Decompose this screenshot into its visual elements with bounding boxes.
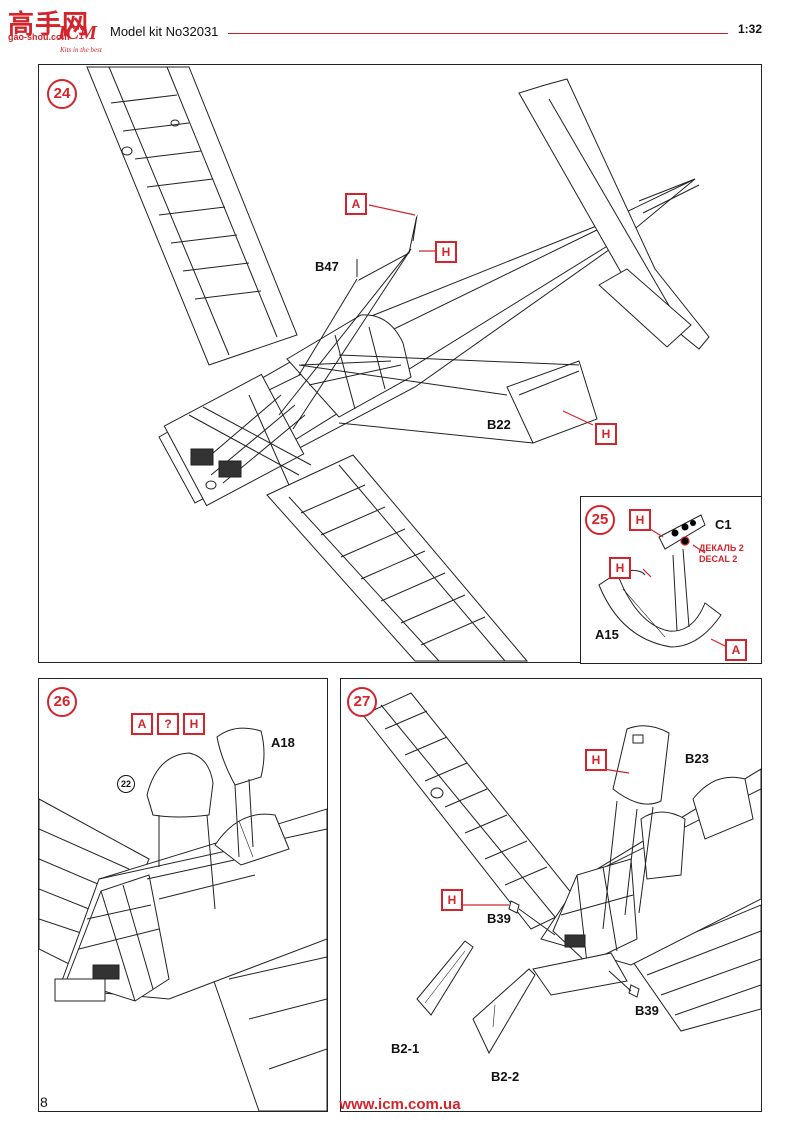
part-label-c1: C1 [715,517,732,532]
step-27-number: 27 [347,687,377,717]
part-label-b2-1: B2-1 [391,1041,420,1056]
part-label-b39: B39 [635,1003,659,1018]
watermark-url: gao-shou.com [8,32,70,42]
tag-h: H [629,509,651,531]
step-24-drawing [86,66,710,662]
tag-a: A [725,639,747,661]
scale-label: 1:32 [737,22,762,36]
part-label-b47: B47 [315,259,339,274]
part-label-a15: A15 [595,627,619,642]
step-reference-22: 22 [117,775,135,793]
part-label-a18: A18 [271,735,295,750]
tag-h: H [609,557,631,579]
step-25-panel: 25 H C1 ДЕКАЛЬ 2 DECAL 2 H A15 A [580,496,762,664]
brand-logo: ICM [58,22,97,44]
step-27-panel: 27 H B23 H B39 B39 B2-1 B2-2 [340,678,762,1112]
tag-question: ? [157,713,179,735]
step-26-drawing [39,727,327,1111]
header-rule [228,33,728,34]
watermark-logo: 高手网 [8,10,90,40]
part-label-b23: B23 [685,751,709,766]
decal-label-en: DECAL 2 [699,554,738,564]
step-25-number: 25 [585,505,615,535]
tag-h: H [595,423,617,445]
step-27-drawing [362,692,761,1055]
part-label-b39: B39 [487,911,511,926]
tag-h: H [435,241,457,263]
tag-a: A [131,713,153,735]
step-24-number: 24 [47,79,77,109]
footer-url[interactable]: www.icm.com.ua [339,1096,461,1113]
page-header: 高手网 gao-shou.com ICM Kits in the best Mo… [0,0,800,60]
tag-h: H [441,889,463,911]
part-label-b2-2: B2-2 [491,1069,520,1084]
tag-a: A [345,193,367,215]
brand-tagline: Kits in the best [60,46,102,54]
kit-title: Model kit No32031 [110,24,219,39]
step-26-number: 26 [47,687,77,717]
tag-h: H [183,713,205,735]
page-number: 8 [40,1094,48,1110]
tag-h: H [585,749,607,771]
decal-label-ru: ДЕКАЛЬ 2 [699,543,744,553]
step-26-panel: 26 A ? H A18 22 [38,678,328,1112]
part-label-b22: B22 [487,417,511,432]
